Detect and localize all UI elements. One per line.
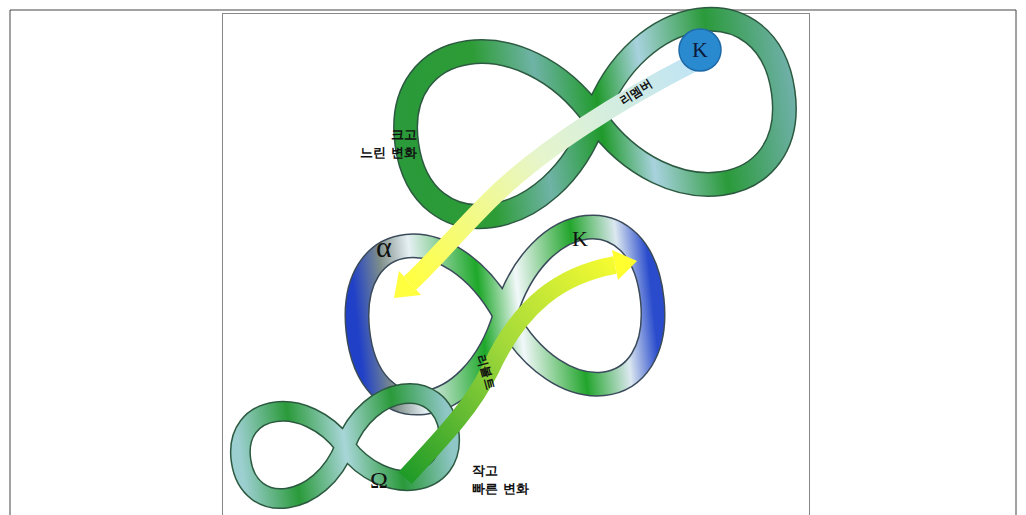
scale-note: 크고 느린 변화: [349, 126, 417, 161]
phase-symbol: α: [376, 232, 392, 262]
wrap-spacer: [349, 126, 379, 139]
phase-symbol: K: [572, 228, 588, 250]
scale-note: 작고 빠른 변화: [472, 462, 540, 497]
circle-shape: [679, 29, 721, 71]
node-text: K: [678, 37, 722, 63]
wrap-spacer: [510, 462, 540, 475]
state-circle: K: [678, 28, 722, 72]
phase-symbol: Ω: [370, 468, 388, 492]
